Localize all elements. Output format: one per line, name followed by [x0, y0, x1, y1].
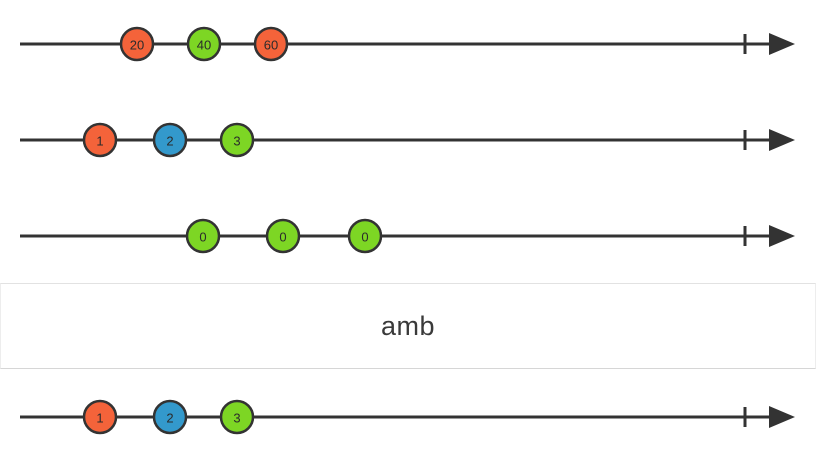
operator-name-label: amb: [380, 310, 436, 341]
marble-node[interactable]: 1: [82, 399, 118, 435]
operator-panel: amb: [0, 283, 816, 369]
timeline-row-1: 20 40 60: [0, 0, 816, 88]
axis-arrowhead-icon: [769, 129, 795, 151]
timeline-axis-3: 0 0 0: [20, 218, 795, 254]
marble-node[interactable]: 2: [152, 399, 188, 435]
marble-node[interactable]: 40: [186, 26, 222, 62]
marble-node[interactable]: 20: [119, 26, 155, 62]
marble-circle: [82, 122, 118, 158]
marble-node[interactable]: 1: [82, 122, 118, 158]
marble-node[interactable]: 2: [152, 122, 188, 158]
marble-node[interactable]: 60: [253, 26, 289, 62]
marble-node[interactable]: 0: [347, 218, 383, 254]
marble-circle: [186, 26, 222, 62]
marble-circle: [219, 399, 255, 435]
marble-circle: [347, 218, 383, 254]
timeline-axis-1: 20 40 60: [20, 26, 795, 62]
marble-circle: [82, 399, 118, 435]
marble-node[interactable]: 0: [265, 218, 301, 254]
marble-node[interactable]: 0: [185, 218, 221, 254]
marble-node[interactable]: 3: [219, 399, 255, 435]
timeline-row-3: 0 0 0: [0, 192, 816, 280]
axis-arrowhead-icon: [769, 406, 795, 428]
marble-circle: [152, 399, 188, 435]
marble-circle: [119, 26, 155, 62]
axis-arrowhead-icon: [769, 33, 795, 55]
marble-circle: [152, 122, 188, 158]
axis-arrowhead-icon: [769, 225, 795, 247]
marble-circle: [253, 26, 289, 62]
marble-node[interactable]: 3: [219, 122, 255, 158]
marble-circle: [219, 122, 255, 158]
marble-circle: [265, 218, 301, 254]
marble-circle: [185, 218, 221, 254]
